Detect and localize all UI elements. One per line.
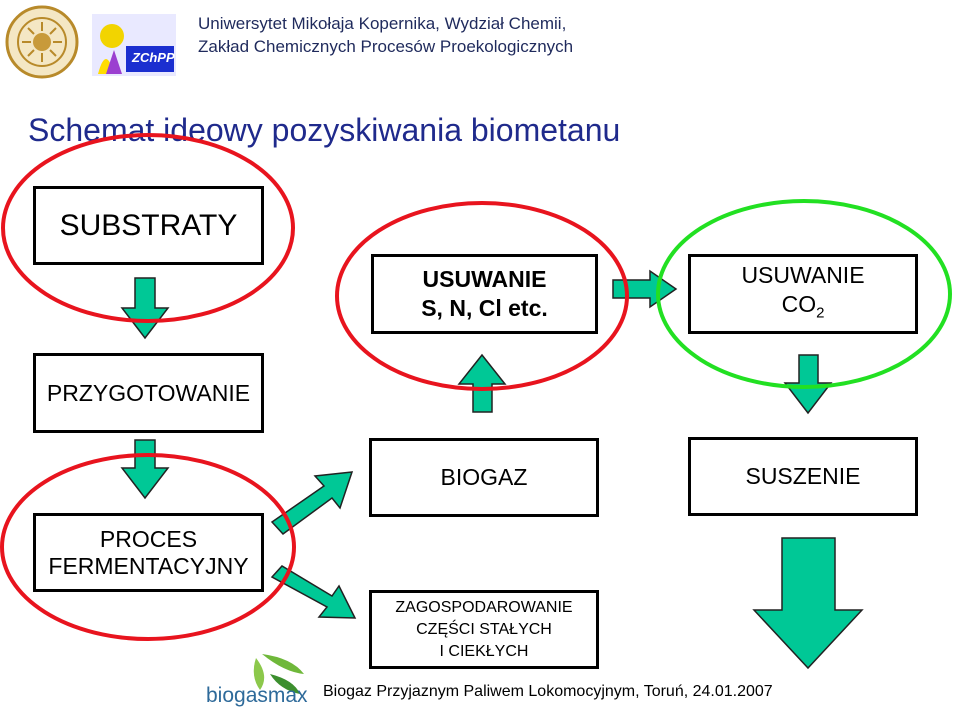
co2-subscript: 2 bbox=[816, 304, 825, 322]
box-usuwanie-sn-line1: USUWANIE bbox=[422, 266, 547, 292]
box-proces: PROCES FERMENTACYJNY bbox=[33, 513, 264, 592]
arrow-down-suszenie bbox=[752, 537, 864, 670]
box-zagospodarowanie-line1: ZAGOSPODAROWANIE bbox=[395, 598, 573, 616]
highlight-proces bbox=[0, 453, 296, 641]
box-proces-line1: PROCES bbox=[99, 525, 198, 552]
box-zagospodarowanie: ZAGOSPODAROWANIE CZĘŚCI STAŁYCH I CIEKŁY… bbox=[369, 590, 599, 669]
footer-caption: Biogaz Przyjaznym Paliwem Lokomocyjnym, … bbox=[323, 683, 773, 700]
box-substraty-label: SUBSTRATY bbox=[59, 208, 238, 242]
box-zagospodarowanie-line2: CZĘŚCI STAŁYCH bbox=[416, 620, 552, 638]
page-title: Schemat ideowy pozyskiwania biometanu bbox=[28, 112, 621, 148]
header-department: Zakład Chemicznych Procesów Proekologicz… bbox=[198, 37, 574, 56]
zchpp-logo: ZChPP bbox=[92, 14, 176, 76]
co2-text: CO bbox=[781, 290, 817, 317]
box-biogaz: BIOGAZ bbox=[369, 438, 599, 517]
zchpp-logo-text: ZChPP bbox=[132, 50, 175, 65]
biogasmax-logo-text: biogasmax bbox=[206, 684, 308, 707]
highlight-usuwanie-co2 bbox=[656, 199, 952, 389]
box-proces-line2: FERMENTACYJNY bbox=[48, 552, 249, 579]
box-zagospodarowanie-line3: I CIEKŁYCH bbox=[439, 642, 529, 660]
arrow-diag-down bbox=[270, 565, 357, 619]
box-usuwanie-co2: USUWANIE CO2 bbox=[688, 254, 918, 334]
box-suszenie-label: SUSZENIE bbox=[745, 463, 861, 489]
arrow-diag-up bbox=[270, 471, 354, 536]
box-przygotowanie: PRZYGOTOWANIE bbox=[33, 353, 264, 433]
biogasmax-logo: biogasmax bbox=[200, 650, 312, 708]
highlight-usuwanie-sn bbox=[335, 201, 629, 391]
box-usuwanie-sn-line2: S, N, Cl etc. bbox=[421, 295, 548, 321]
box-biogaz-label: BIOGAZ bbox=[440, 464, 528, 490]
box-suszenie: SUSZENIE bbox=[688, 437, 918, 516]
box-usuwanie-co2-line2: CO2 bbox=[782, 290, 825, 328]
box-usuwanie-co2-line1: USUWANIE bbox=[741, 261, 865, 288]
arrow-down-przygotowanie bbox=[120, 439, 170, 500]
arrow-up-biogaz bbox=[457, 353, 507, 413]
box-przygotowanie-label: PRZYGOTOWANIE bbox=[46, 379, 251, 406]
header-institution: Uniwersytet Mikołaja Kopernika, Wydział … bbox=[198, 14, 567, 33]
box-substraty: SUBSTRATY bbox=[33, 186, 264, 265]
arrow-down-substraty bbox=[120, 277, 170, 340]
university-seal-logo bbox=[5, 5, 79, 79]
highlight-substraty bbox=[1, 133, 295, 323]
arrow-down-co2 bbox=[783, 354, 833, 415]
box-usuwanie-sn: USUWANIE S, N, Cl etc. bbox=[371, 254, 598, 334]
